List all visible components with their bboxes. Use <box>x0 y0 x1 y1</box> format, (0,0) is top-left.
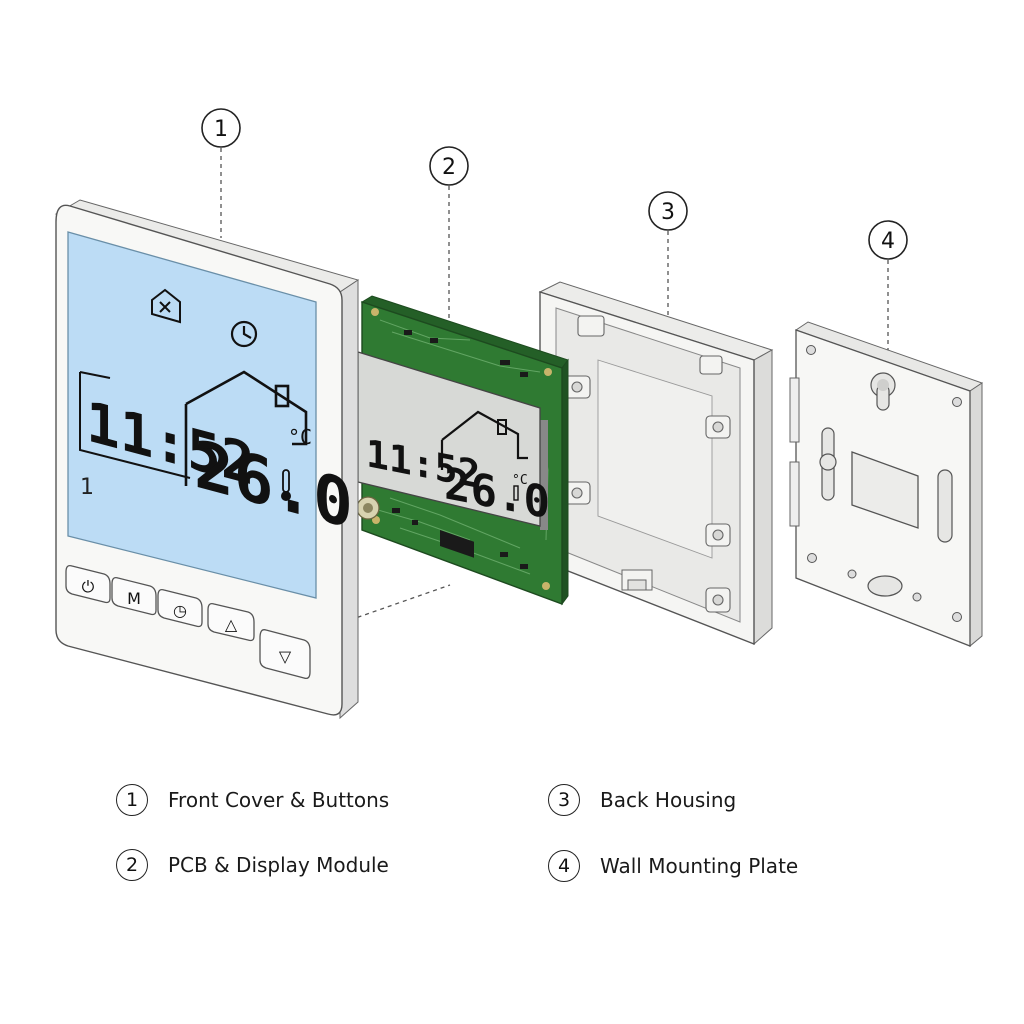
legend-number-4: 4 <box>548 850 580 882</box>
home-wrench-icon <box>151 288 181 324</box>
back-housing <box>538 281 774 646</box>
pcb-display-module: 11:52 26.0 °C <box>356 295 569 606</box>
callout-3-number: 3 <box>661 200 675 225</box>
callout-3: 3 <box>648 191 688 231</box>
power-icon: ⏻ <box>82 577 95 596</box>
callout-4-number: 4 <box>881 229 895 254</box>
front-lcd-screen <box>67 231 317 599</box>
down-button[interactable]: ▽ <box>259 629 311 680</box>
front-lcd-indicator: 1 <box>80 475 94 500</box>
legend-number-2: 2 <box>116 849 148 881</box>
legend-number-1: 1 <box>116 784 148 816</box>
keyhole-slot <box>870 372 896 411</box>
time-frame-bracket <box>79 372 191 479</box>
legend-number-3: 3 <box>548 784 580 816</box>
callout-4: 4 <box>868 220 908 260</box>
front-buttons: ⏻ M ◷ △ ▽ <box>65 564 311 680</box>
up-arrow-icon: △ <box>225 615 238 634</box>
pcb-mount-holes <box>371 308 552 590</box>
callout-1: 1 <box>201 108 241 148</box>
up-button[interactable]: △ <box>207 602 255 642</box>
clock-button-icon: ◷ <box>173 601 187 620</box>
clock-icon <box>230 320 258 348</box>
leader-line-assembly <box>349 584 451 621</box>
legend-item-3: 3 Back Housing <box>548 784 736 816</box>
legend-item-4: 4 Wall Mounting Plate <box>548 850 798 882</box>
callout-2: 2 <box>429 146 469 186</box>
pcb-lcd-house-icon <box>440 410 528 470</box>
pcb-lcd-thermometer-icon <box>513 485 519 501</box>
power-button[interactable]: ⏻ <box>65 564 111 604</box>
thermometer-icon <box>281 469 291 501</box>
callout-2-number: 2 <box>442 155 456 180</box>
front-cover: 11:52 26.0 °C 1 ⏻ M ◷ △ <box>54 199 360 720</box>
front-lcd-unit: °C <box>288 425 312 449</box>
front-lcd-house-icon <box>184 370 308 486</box>
clock-button[interactable]: ◷ <box>157 588 203 628</box>
legend-label-1: Front Cover & Buttons <box>168 788 390 812</box>
callout-1-number: 1 <box>214 117 228 142</box>
wall-mounting-plate <box>789 321 984 648</box>
legend-label-2: PCB & Display Module <box>168 853 389 877</box>
legend-label-3: Back Housing <box>600 788 737 812</box>
pcb-lcd-unit: °C <box>512 473 528 488</box>
pcb-components <box>392 330 528 569</box>
mode-button[interactable]: M <box>111 576 157 616</box>
legend-label-4: Wall Mounting Plate <box>600 854 799 878</box>
mode-letter: M <box>127 589 141 608</box>
pcb-header-pins <box>540 420 548 530</box>
legend-item-1: 1 Front Cover & Buttons <box>116 784 389 816</box>
housing-screw-bosses <box>563 315 731 613</box>
down-arrow-icon: ▽ <box>279 647 292 666</box>
legend-item-2: 2 PCB & Display Module <box>116 849 389 881</box>
